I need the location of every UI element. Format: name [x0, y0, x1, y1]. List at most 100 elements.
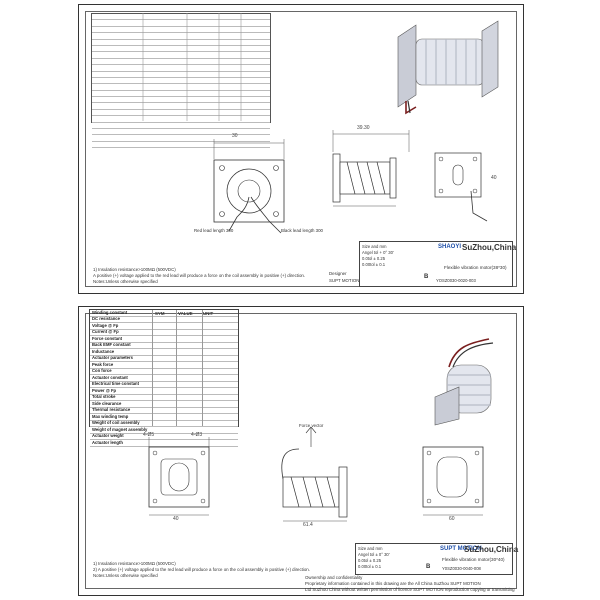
spec-row-label: Back EMF constant [92, 342, 131, 347]
spec-column-divider [176, 310, 177, 426]
dim-width-2: 40 [173, 516, 179, 522]
designer-name: SUPT MOTION [329, 278, 360, 283]
spec-header-sym: SYM [155, 311, 165, 316]
company-name-2: SuZhou,China [464, 545, 519, 554]
tolerance-2-a: Size and mm [358, 546, 383, 551]
spec-row-label: Con force [92, 368, 112, 373]
spec-row: Weight of magnet assembly [90, 427, 238, 434]
size-letter-1: B [424, 274, 429, 280]
company-logo-1: SHAOYI [438, 244, 462, 250]
spec-row: Side clearance [90, 401, 238, 408]
note-1-line-3: Notes:Unless otherwise specified [93, 279, 158, 284]
spec-column-divider [152, 310, 153, 426]
spec-row: Power @ Fp [90, 388, 238, 395]
spec-row-label: Actuator parameters [92, 355, 133, 360]
title-block-1: Size and mm Angel tol + 0° 30' 0.0tol ± … [359, 241, 517, 287]
spec-row: Back EMF constant [90, 342, 238, 349]
black-lead-label: Black lead length 300 [281, 228, 323, 233]
dim-holes-a: 4-Ø5 [143, 432, 155, 438]
spec-header-unit: UNIT [203, 311, 214, 316]
spec-row: Electrical time constant [90, 381, 238, 388]
spec-row-label: Peak force [92, 361, 114, 367]
tolerance-1-c: 0.0tol ± 0.25 [362, 256, 386, 261]
spec-row-label: Thermal resistance [92, 407, 131, 412]
spec-row: Peak force [90, 362, 238, 369]
dim-holes-b: 4-Ø3 [191, 432, 203, 438]
tolerance-1-a: Size and mm [362, 244, 387, 249]
spec-table-1-columns [142, 13, 242, 121]
front-view-1 [213, 139, 285, 234]
company-name-1: SuZhou,China [462, 243, 517, 252]
spec-row: Force constant [90, 336, 238, 343]
sheet-2-border [85, 313, 517, 589]
tolerance-2-c: 0.0tol ± 0.25 [358, 558, 382, 563]
note-1-line-1: 1) Insulation resistance>100MΩ (500VDC) [93, 267, 176, 272]
spec-row-label: Power @ Fp [92, 387, 117, 393]
sheet-1-border [85, 11, 517, 287]
spec-row: Actuator parameters [90, 355, 238, 362]
spec-row-label: Voltage @ Fp [92, 322, 119, 328]
spec-row: Current @ Fp [90, 329, 238, 336]
dim-length-2: 61.4 [303, 522, 313, 528]
spec-header-value: VALUE [178, 311, 193, 316]
ownership-line-2: Proprietary information contained in thi… [305, 581, 481, 586]
spec-row: Total stroke [90, 394, 238, 401]
spec-row: Con force [90, 368, 238, 375]
note-2-line-1: 1) Insulation resistance>100MΩ (500VDC) [93, 561, 176, 566]
spec-row: Actuator weight [90, 433, 238, 440]
spec-row: Weight of coil assembly [90, 420, 238, 427]
spec-row-label: Inductance [92, 348, 115, 354]
drawing-sheet-1: 30 Red lead length 300 Black lead length… [78, 4, 524, 294]
size-letter-2: B [426, 564, 431, 570]
spec-row-label: Actuator weight [92, 433, 124, 438]
force-vector-label: Force vector [299, 423, 324, 428]
drawing-code-1: YOSZ0030-0020-003 [436, 278, 476, 283]
spec-row-label: Actuator length [92, 439, 123, 445]
drawing-code-2: Y0SZ0030-0040-008 [442, 566, 481, 571]
spec-row: Winding constant [90, 310, 238, 317]
drawing-description-2: Flexible vibration motor(30*40) [442, 557, 505, 562]
spec-table-1 [91, 13, 271, 149]
dim-width-1: 30 [232, 133, 238, 139]
company-logo-2: SUPT MOTION [440, 546, 482, 552]
motor-render-2 [434, 338, 494, 426]
drawing-description-1: Flexible vibration motor(38*30) [444, 265, 507, 270]
ownership-line-3: Ltd SuZhou China without written permiss… [305, 587, 515, 592]
right-view-1 [434, 152, 488, 222]
tolerance-1-b: Angel tol + 0° 30' [362, 250, 394, 255]
ownership-line-1: Ownership and confidentiality [305, 575, 363, 580]
spec-row-label: Weight of magnet assembly [92, 426, 148, 432]
spec-row-label: Weight of coil assembly [92, 420, 140, 425]
spec-row: Actuator length [90, 440, 238, 447]
spec-row-label: Current @ Fp [92, 329, 119, 334]
spec-row-label: Max winding temp [92, 413, 129, 419]
spec-row: Actuator constant [90, 375, 238, 382]
tolerance-2-b: Angel tol ± 0° 30' [358, 552, 390, 557]
spec-row: Inductance [90, 349, 238, 356]
dim-length-1: 39.30 [357, 125, 370, 131]
red-lead-label: Red lead length 300 [194, 228, 234, 233]
tolerance-1-d: 0.00tol ± 0.1 [362, 262, 386, 267]
spec-row-label: Force constant [92, 335, 123, 341]
spec-column-divider [202, 310, 203, 426]
note-2-line-3: Notes:Unless otherwise specified [93, 573, 158, 578]
tolerance-2-d: 0.00tol ± 0.1 [358, 564, 382, 569]
dim-height-1: 40 [491, 175, 497, 181]
spec-row-label: Winding constant [92, 309, 128, 315]
right-view-2 [422, 446, 484, 516]
spec-row: Thermal resistance [90, 407, 238, 414]
spec-row: DC resistance [90, 316, 238, 323]
spec-row: Max winding temp [90, 414, 238, 421]
side-view-2 [281, 426, 348, 522]
note-1-line-2: A positive (+) voltage applied to the re… [93, 273, 306, 278]
spec-row-label: Electrical time constant [92, 381, 140, 386]
spec-row-label: Side clearance [92, 400, 122, 406]
spec-row: Voltage @ Fp [90, 323, 238, 330]
note-2-line-2: 2) A positive (+) voltage applied to the… [93, 567, 310, 572]
spec-row-label: Actuator constant [92, 374, 128, 380]
spec-row-label: DC resistance [92, 316, 120, 321]
front-view-2 [148, 437, 210, 516]
